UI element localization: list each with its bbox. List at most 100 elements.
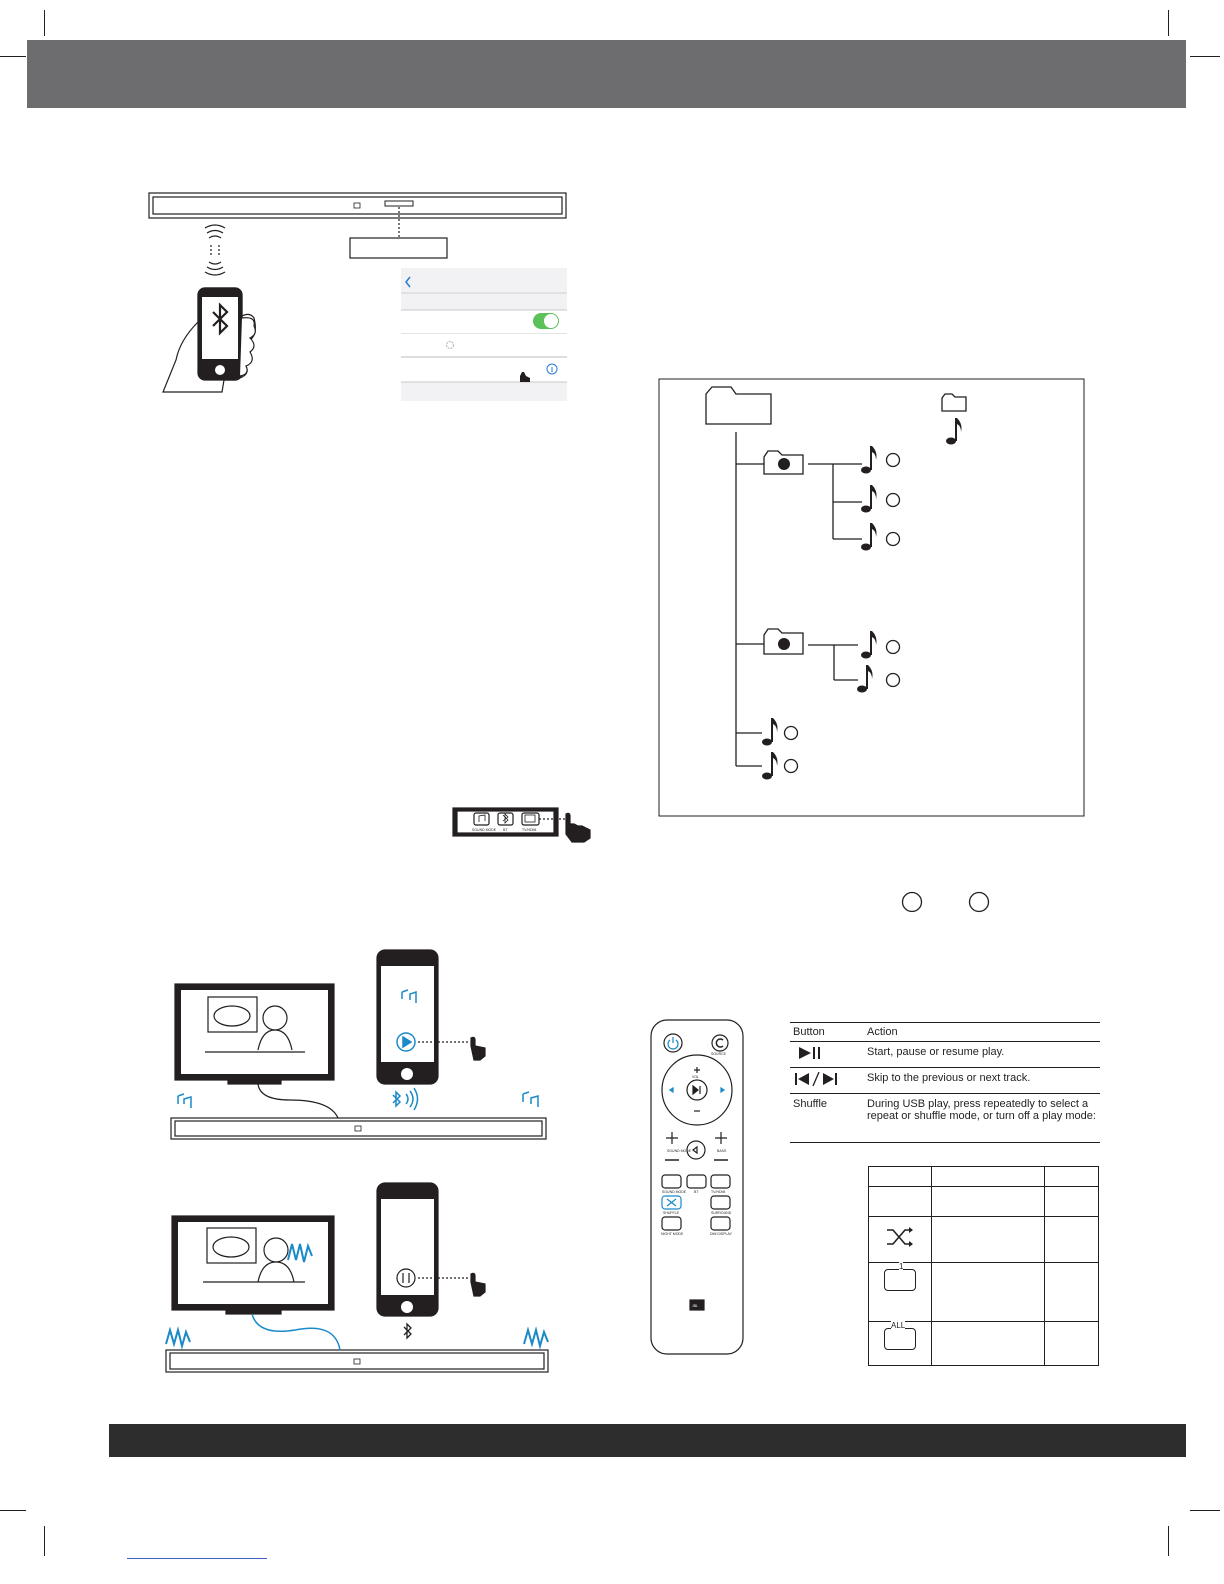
- track-note-icon: [861, 631, 877, 659]
- soundbar: [170, 1117, 547, 1140]
- table-header-button: Button: [790, 1022, 864, 1042]
- sound-mode-button: [473, 812, 490, 826]
- sound-wave-icon: [165, 1326, 191, 1350]
- track-note-icon: [857, 665, 873, 693]
- footer-link-underline[interactable]: [127, 1558, 267, 1559]
- remote-label-night-mode: NIGHT MODE: [661, 1232, 684, 1236]
- soundbar: [148, 192, 567, 219]
- soundbar-panel-illustration: SOUND MODE BT TV/HDMI: [452, 807, 591, 843]
- legend-music-note-icon: [946, 418, 962, 445]
- footer-bar: [109, 1424, 1186, 1457]
- surround-button: [710, 1195, 731, 1210]
- tv-cable: [251, 1313, 341, 1351]
- power-button: [663, 1033, 683, 1053]
- shuffle-button: [661, 1195, 682, 1210]
- remote-label-dim-display: DIM DISPLAY: [710, 1232, 733, 1236]
- crop-mark: [44, 10, 45, 36]
- night-mode-button: [661, 1216, 682, 1231]
- sound-mode-plus: [666, 1132, 678, 1144]
- folder-2-icon: [763, 628, 804, 655]
- panel-label-sound-mode: SOUND MODE: [472, 828, 497, 832]
- track-note-icon: [762, 718, 778, 746]
- music-note-icon: [401, 989, 417, 1003]
- music-note-icon: [177, 1093, 192, 1108]
- bluetooth-icon: [392, 1090, 402, 1108]
- panel-label-tv-hdmi: TV/HDMI: [522, 828, 536, 832]
- table-row: Shuffle During USB play, press repeatedl…: [790, 1093, 1100, 1143]
- crop-mark: [1190, 56, 1220, 57]
- pointer-hand-icon: [520, 372, 530, 382]
- back-chevron-icon: [405, 276, 411, 288]
- music-note-icon: [522, 1091, 539, 1107]
- tv-hdmi-button: [710, 1174, 731, 1189]
- folder-1-icon: [763, 450, 804, 475]
- loading-spinner-icon: [445, 340, 455, 350]
- remote-label-source: SOURCE: [711, 1052, 727, 1056]
- navigation-ring: [661, 1054, 733, 1126]
- sound-mode-button: [661, 1174, 682, 1189]
- remote-logo: [689, 1299, 705, 1311]
- shuffle-icon: [887, 1227, 913, 1247]
- repeat-all-icon: ALL: [884, 1321, 916, 1350]
- play-button-icon: [396, 1032, 416, 1052]
- repeat-one-icon: 1: [884, 1262, 916, 1291]
- header-bar: [27, 40, 1186, 108]
- prev-next-icon: [795, 1071, 837, 1087]
- track-note-icon: [861, 446, 877, 474]
- info-icon: [546, 363, 558, 375]
- table-row: Start, pause or resume play.: [790, 1041, 1100, 1068]
- soundbar-display: [384, 200, 414, 207]
- bluetooth-settings-screen: [401, 268, 567, 401]
- repeat-all-label: ALL: [891, 1321, 906, 1330]
- dim-display-button: [710, 1216, 731, 1231]
- root-folder-icon: [705, 386, 772, 425]
- table-cell-button: Shuffle: [790, 1093, 864, 1143]
- bluetooth-icon: [403, 1322, 412, 1340]
- crop-mark: [1168, 10, 1169, 36]
- remote-label-tv-hdmi: TV/HDMI: [711, 1190, 725, 1194]
- sound-wave-icon: [287, 1242, 313, 1263]
- crop-mark: [1190, 1510, 1220, 1511]
- soundbar: [165, 1349, 549, 1373]
- crop-mark: [44, 1526, 45, 1556]
- crop-mark: [1168, 1526, 1169, 1556]
- button-action-table: Button Action Start, pause or resume pla…: [790, 1022, 1100, 1143]
- sound-wave-icon: [405, 1087, 419, 1111]
- table-cell-action: Start, pause or resume play.: [864, 1041, 1100, 1068]
- crop-mark: [0, 56, 26, 57]
- soundbar-logo: [353, 202, 361, 209]
- pointer-hand-icon: [470, 1272, 486, 1297]
- remote-label-sound-mode: SOUND MODE: [667, 1149, 692, 1153]
- track-note-icon: [762, 752, 778, 780]
- remote-logo-text: JBL: [692, 1304, 698, 1308]
- table-row: Skip to the previous or next track.: [790, 1067, 1100, 1094]
- source-button: [711, 1034, 729, 1052]
- play-mode-table: 1 ALL: [868, 1166, 1099, 1366]
- remote-control: SOURCE VOL SOUND MODE BASS SOUND MODE BT…: [650, 1019, 744, 1355]
- table-cell-action: During USB play, press repeatedly to sel…: [864, 1093, 1100, 1143]
- panel-label-bt: BT: [503, 828, 508, 832]
- sound-wave-icon: [523, 1326, 549, 1350]
- pointer-hand-icon: [470, 1036, 486, 1061]
- display-callout-box: [349, 237, 448, 259]
- tv-bluetooth-play-illustration: [165, 949, 549, 1373]
- bass-plus: [715, 1132, 727, 1144]
- table-cell-action: Skip to the previous or next track.: [864, 1067, 1100, 1094]
- tv-cable: [257, 1083, 339, 1119]
- track-note-icon: [861, 523, 877, 551]
- remote-label-vol: VOL: [692, 1075, 699, 1079]
- play-pause-icon: [799, 1047, 820, 1059]
- repeat-one-label: 1: [899, 1262, 904, 1271]
- legend-folder-icon: [941, 393, 967, 412]
- remote-label-bt: BT: [694, 1190, 699, 1194]
- remote-label-sound-mode-btn: SOUND MODE: [662, 1190, 687, 1194]
- play-pause-button: [686, 1079, 708, 1101]
- remote-label-shuffle: SHUFFLE: [663, 1211, 680, 1215]
- track-note-icon: [861, 485, 877, 513]
- bluetooth-pairing-illustration: [148, 192, 567, 401]
- pointer-hand-icon: [565, 812, 591, 843]
- bt-button: [497, 812, 514, 826]
- remote-label-surround: SURROUND: [711, 1211, 732, 1215]
- crop-mark: [0, 1510, 26, 1511]
- music-note-icons: [762, 418, 962, 780]
